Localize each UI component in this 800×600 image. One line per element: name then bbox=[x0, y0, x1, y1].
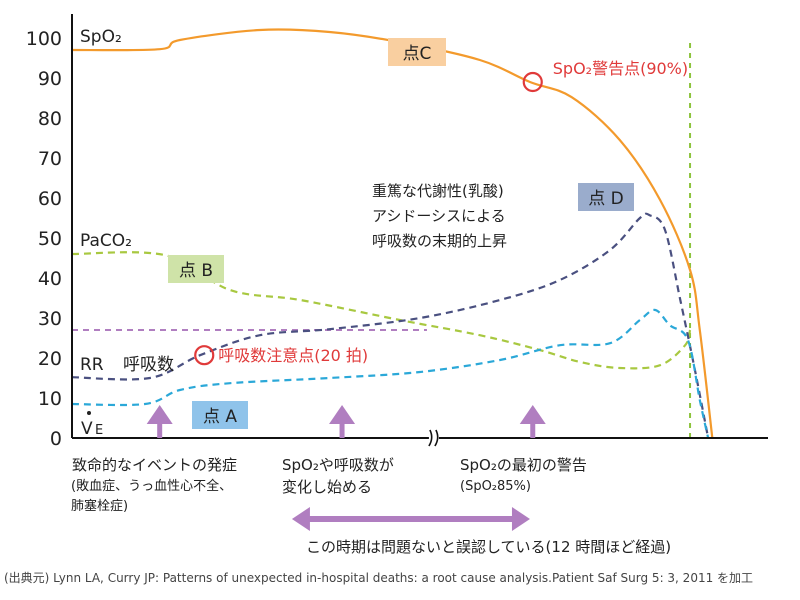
y-tick-label: 100 bbox=[26, 28, 62, 50]
y-tick-label: 60 bbox=[38, 188, 62, 210]
alert-label: SpO₂警告点(90%) bbox=[553, 59, 688, 78]
axis-break-gap bbox=[428, 430, 439, 446]
point-c-label: 点C bbox=[403, 44, 432, 64]
y-tick-label: 0 bbox=[50, 428, 62, 450]
period-label: この時期は問題ないと誤認している(12 時間ほど経過) bbox=[306, 538, 671, 556]
event-label: 致命的なイベントの発症 bbox=[72, 456, 237, 474]
y-tick-label: 70 bbox=[38, 148, 62, 170]
event-arrow-up-icon bbox=[146, 405, 173, 424]
event-sublabel: 肺塞栓症) bbox=[71, 498, 128, 514]
event-arrow-shaft bbox=[530, 420, 536, 438]
point-a-box bbox=[192, 401, 248, 429]
label-rr: RR bbox=[80, 355, 104, 375]
event-label: SpO₂や呼吸数が bbox=[282, 456, 394, 474]
series-line-ve bbox=[71, 308, 710, 439]
alert-label: 呼吸数注意点(20 拍) bbox=[218, 346, 368, 365]
event-arrow-shaft bbox=[157, 420, 163, 438]
y-tick-label: 80 bbox=[38, 108, 62, 130]
point-b-box bbox=[168, 255, 224, 283]
label-ve: V bbox=[81, 419, 93, 439]
event-arrow-shaft bbox=[339, 420, 345, 438]
label-spo2: SpO₂ bbox=[80, 27, 122, 47]
event-arrow-up-icon bbox=[329, 405, 356, 424]
label-ve-sub: E bbox=[95, 423, 103, 438]
label-paco2: PaCO₂ bbox=[80, 231, 132, 251]
series-line-spo2 bbox=[71, 28, 714, 439]
y-tick-label: 10 bbox=[38, 388, 62, 410]
y-tick-label: 40 bbox=[38, 268, 62, 290]
source-citation: (出典元) Lynn LA, Curry JP: Patterns of une… bbox=[4, 571, 753, 585]
y-tick-label: 20 bbox=[38, 348, 62, 370]
event-sublabel: (SpO₂85%) bbox=[460, 479, 531, 494]
event-sublabel: (敗血症、うっ血性心不全、 bbox=[71, 478, 232, 494]
alert-circle-marker bbox=[194, 345, 215, 366]
annotation-d-line1: 重篤な代謝性(乳酸) bbox=[372, 182, 504, 200]
axis-break-mark bbox=[434, 429, 439, 447]
point-b-label: 点 B bbox=[179, 261, 213, 281]
point-d-label: 点 D bbox=[588, 189, 624, 209]
annotation-d-line3: 呼吸数の末期的上昇 bbox=[372, 232, 507, 250]
event-label: SpO₂の最初の警告 bbox=[460, 456, 587, 474]
y-tick-label: 30 bbox=[38, 308, 62, 330]
axis-break-mark bbox=[428, 429, 433, 447]
period-arrow-left-icon bbox=[291, 507, 310, 531]
y-tick-label: 50 bbox=[38, 228, 62, 250]
annotation-d-line2: アシドーシスによる bbox=[372, 207, 506, 225]
period-arrow-shaft bbox=[305, 516, 516, 522]
period-arrow-right-icon bbox=[511, 507, 530, 531]
label-rr-jp: 呼吸数 bbox=[123, 355, 174, 375]
event-arrow-up-icon bbox=[519, 405, 546, 424]
axis-break-icon bbox=[428, 429, 439, 447]
ve-dot bbox=[87, 411, 91, 415]
point-c-box bbox=[388, 38, 446, 66]
event-label: 変化し始める bbox=[282, 478, 372, 496]
y-tick-label: 90 bbox=[38, 68, 62, 90]
series-line-paco2 bbox=[71, 251, 692, 370]
point-d-box bbox=[578, 183, 634, 211]
alert-circle-marker bbox=[522, 71, 543, 93]
point-a-label: 点 A bbox=[203, 407, 237, 427]
